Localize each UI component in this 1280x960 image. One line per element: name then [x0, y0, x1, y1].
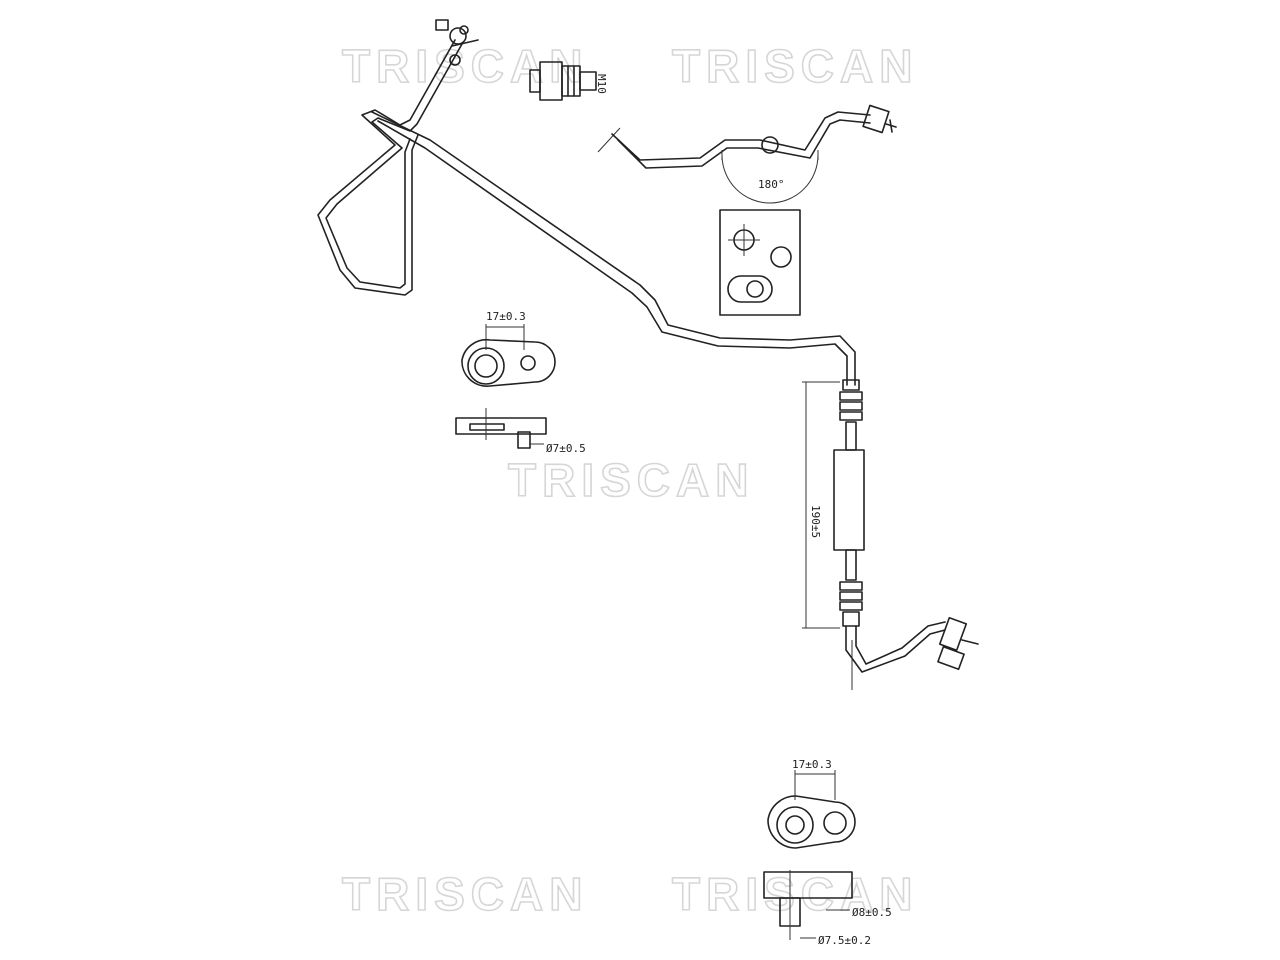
watermark-bottom-right: TRISCAN: [672, 868, 918, 920]
connector-detail: M10: [529, 61, 608, 101]
watermark-top-left: TRISCAN: [342, 40, 588, 92]
hole-dimension-bottom-2: Ø7.5±0.2: [818, 934, 871, 947]
hole-dimension-bottom-1: Ø8±0.5: [852, 906, 892, 919]
bend-angle-label: 180°: [758, 178, 785, 191]
width-dimension-bottom: 17±0.3: [792, 758, 832, 771]
watermark-center: TRISCAN: [508, 454, 754, 506]
watermark-top-right: TRISCAN: [672, 40, 918, 92]
main-pipe: [317, 39, 856, 386]
bracket-detail-bottom: 17±0.3 Ø8±0.5 Ø7.5±0.2: [763, 758, 892, 947]
hole-dimension-top: Ø7±0.5: [546, 442, 586, 455]
watermark-bottom-left: TRISCAN: [342, 868, 588, 920]
top-right-end-fitting: [862, 104, 897, 134]
fitting-label: M10: [595, 74, 608, 94]
bracket-inset: [719, 209, 801, 316]
top-left-fitting: [435, 19, 479, 66]
bottom-end-fitting: [937, 616, 979, 671]
hose-assembly: 190±5: [802, 379, 979, 690]
length-dimension: 190±5: [809, 505, 822, 538]
top-pipe-view: 180°: [597, 104, 897, 204]
width-dimension-top: 17±0.3: [486, 310, 526, 323]
bracket-detail-top: 17±0.3 Ø7±0.5: [455, 310, 586, 455]
